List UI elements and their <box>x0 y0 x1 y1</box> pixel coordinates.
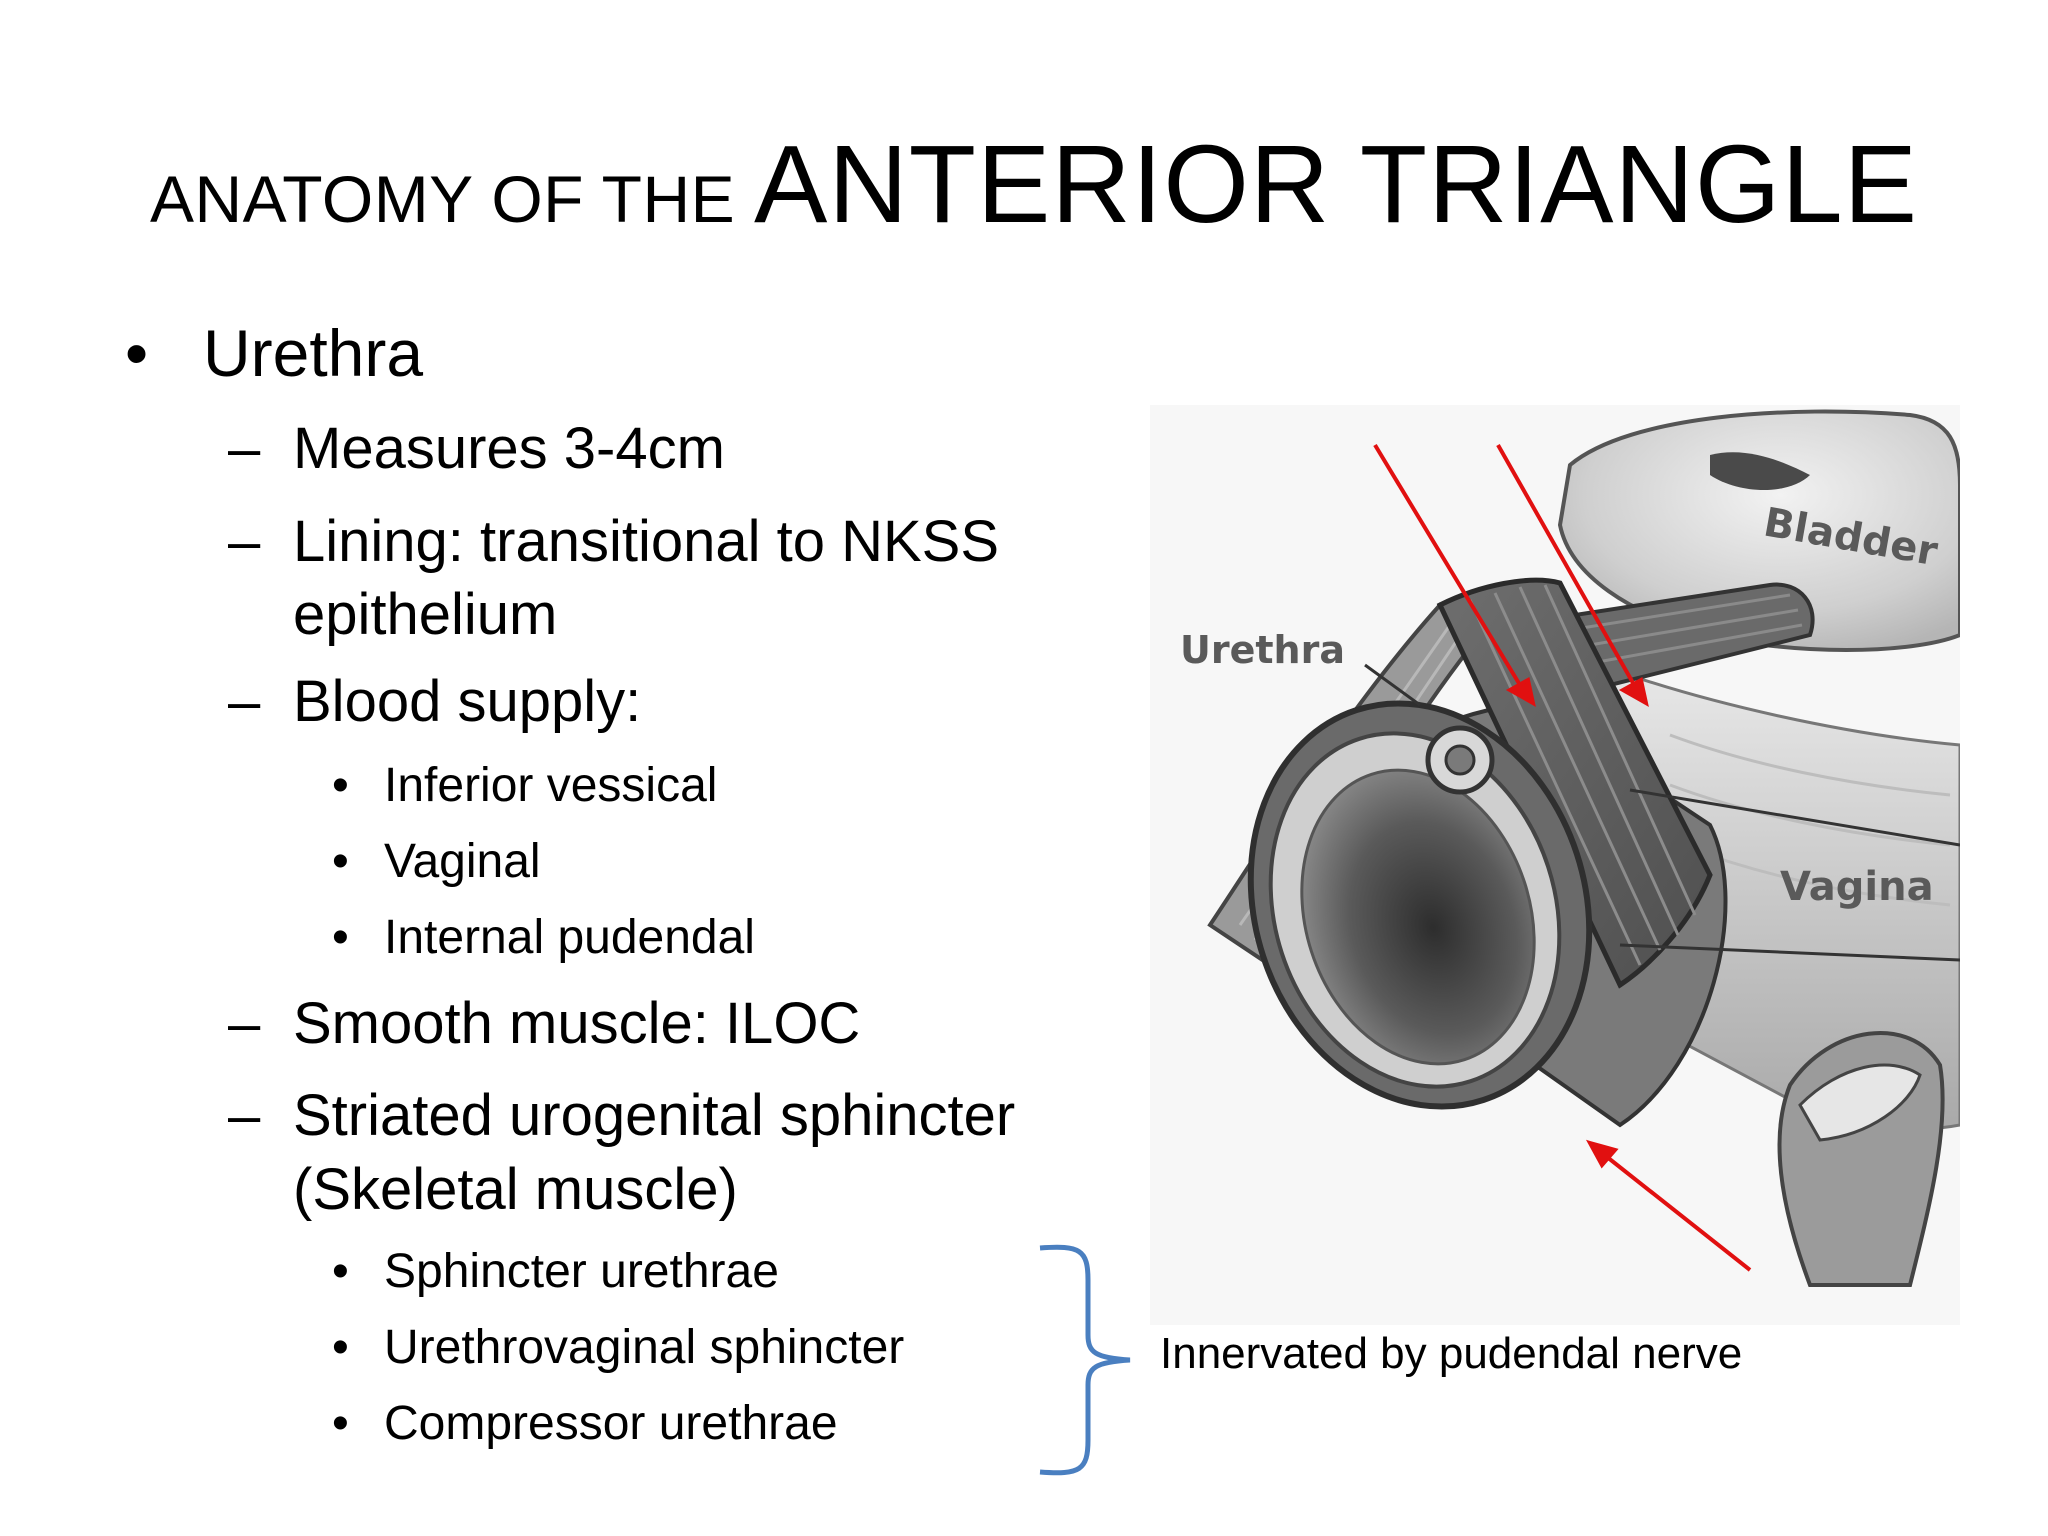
arrow-head <box>1505 676 1536 707</box>
arrow-lower <box>1600 1151 1752 1272</box>
label-urethra: Urethra <box>1180 628 1345 672</box>
urethra-opening <box>1425 725 1495 795</box>
bullet-marker: • <box>332 759 349 812</box>
label-vagina: Vagina <box>1780 864 1934 910</box>
vessel-item: Inferior vessical <box>384 759 718 812</box>
bullet-marker: • <box>332 1397 349 1450</box>
bullet-marker: • <box>332 911 349 964</box>
item-lining-line1: Lining: transitional to NKSS <box>293 509 1000 574</box>
sphincter-item: Urethrovaginal sphincter <box>384 1321 905 1374</box>
item-striated-line1: Striated urogenital sphincter <box>293 1083 1016 1148</box>
heading-urethra: Urethra <box>203 316 424 390</box>
innervation-note: Innervated by pudendal nerve <box>1160 1329 1743 1378</box>
dash-marker: – <box>228 991 261 1056</box>
dash-marker: – <box>228 669 261 734</box>
dash-marker: – <box>228 509 261 574</box>
bullet-marker: • <box>332 1321 349 1374</box>
curly-brace <box>1039 1244 1131 1476</box>
arrow-head <box>1585 1139 1619 1169</box>
bullet-marker: • <box>332 835 349 888</box>
item-measures: Measures 3-4cm <box>293 416 725 481</box>
vessel-item: Vaginal <box>384 835 541 888</box>
sphincter-item: Sphincter urethrae <box>384 1245 779 1298</box>
item-smooth-muscle: Smooth muscle: ILOC <box>293 991 861 1056</box>
urethra-anatomy-figure: Urethra Bladder Vagina <box>1150 405 1960 1325</box>
dash-marker: – <box>228 1083 261 1148</box>
sphincter-item: Compressor urethrae <box>384 1397 838 1450</box>
arrow-upper-right <box>1496 444 1639 691</box>
bullet-marker: • <box>332 1245 349 1298</box>
dash-marker: – <box>228 416 261 481</box>
red-arrows <box>1373 443 1752 1272</box>
arrow-head <box>1618 676 1649 707</box>
bullet-marker: • <box>125 316 149 390</box>
arrow-upper-left <box>1373 443 1525 692</box>
vessel-item: Internal pudendal <box>384 911 755 964</box>
title-prefix: ANATOMY OF THE <box>149 162 754 236</box>
item-lining-line2: epithelium <box>293 582 558 647</box>
urethra-illustration: Urethra Bladder Vagina <box>1150 405 1960 1325</box>
item-blood-supply: Blood supply: <box>293 669 642 734</box>
title-main: ANTERIOR TRIANGLE <box>753 123 1919 246</box>
slide-title: ANATOMY OF THE ANTERIOR TRIANGLE <box>0 130 2048 240</box>
item-striated-line2: (Skeletal muscle) <box>293 1157 738 1222</box>
